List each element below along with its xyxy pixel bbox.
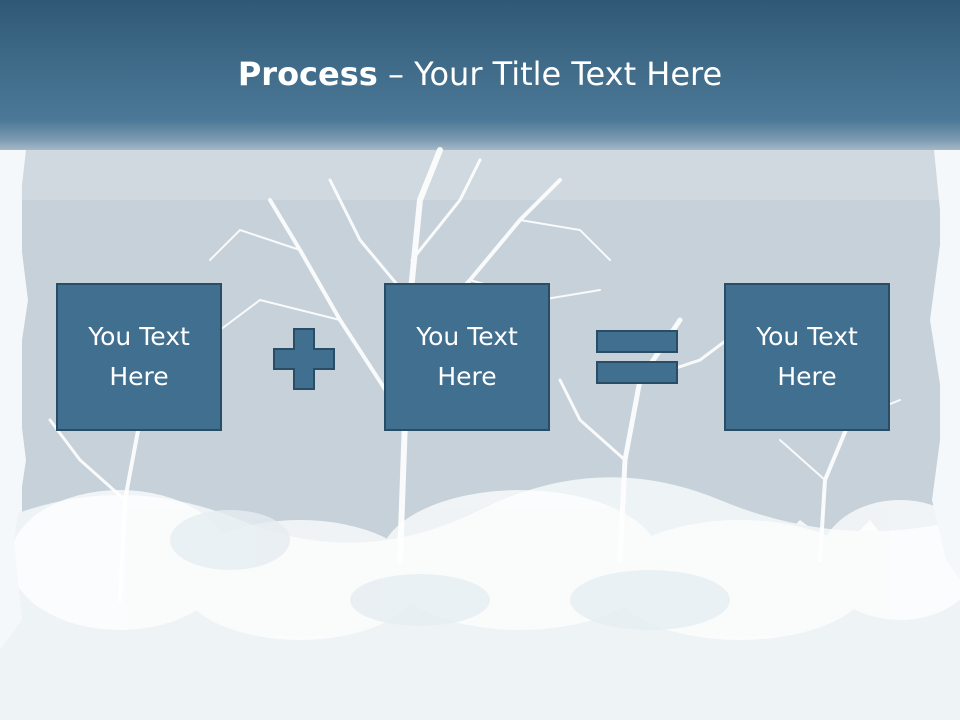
title-bold: Process (237, 55, 378, 93)
process-box-2-text: You Text Here (416, 322, 518, 391)
equals-icon (596, 330, 678, 384)
plus-icon (273, 328, 335, 390)
process-box-1-text: You Text Here (88, 322, 190, 391)
process-box-3-text: You Text Here (756, 322, 858, 391)
slide-title: Process – Your Title Text Here (0, 52, 960, 96)
process-box-3: You Text Here (724, 283, 890, 431)
process-box-2: You Text Here (384, 283, 550, 431)
process-box-1: You Text Here (56, 283, 222, 431)
title-rest: – Your Title Text Here (377, 55, 723, 93)
